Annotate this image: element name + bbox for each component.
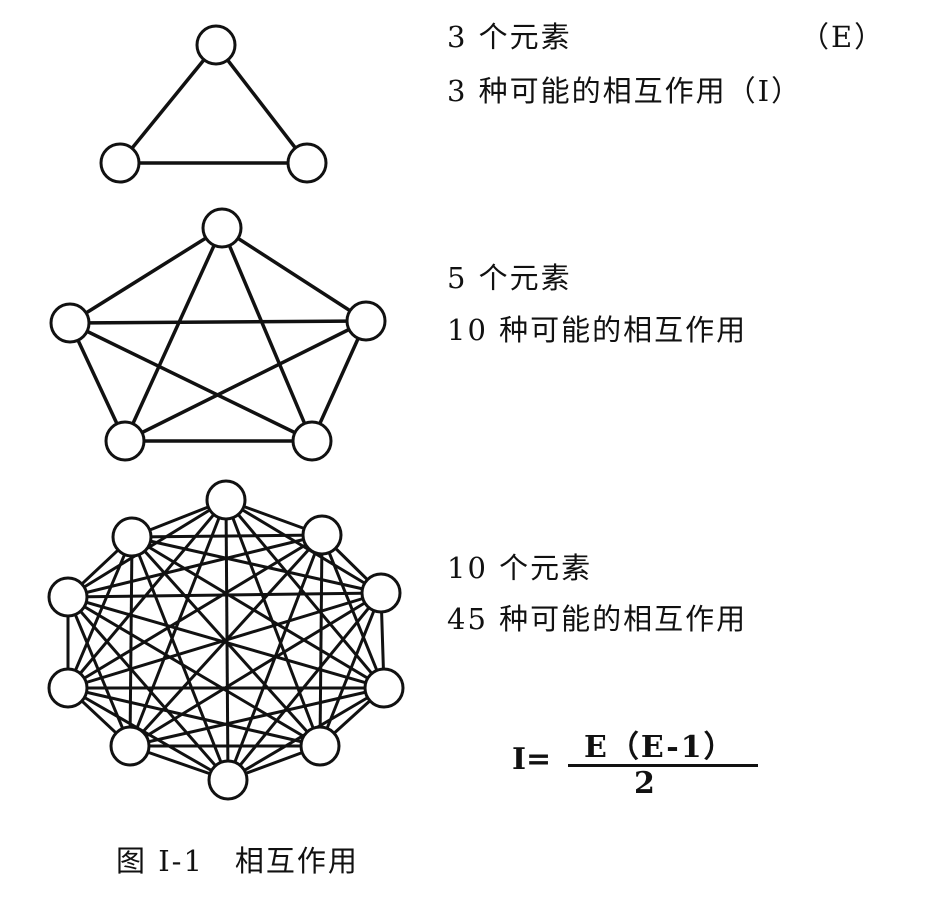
- interaction-edge: [67, 591, 382, 599]
- interaction-edge: [131, 535, 385, 690]
- element-node: [207, 759, 249, 801]
- interaction-formula: I= E（E-1） 2: [512, 728, 758, 801]
- interaction-edge: [130, 536, 230, 781]
- element-node: [291, 420, 333, 462]
- element-node: [49, 302, 91, 344]
- interaction-edge: [221, 226, 367, 323]
- graph-decagon: [47, 479, 405, 801]
- g2-elements-label: 5 个元素: [447, 261, 572, 295]
- figure-caption: 图 I-1 相互作用: [116, 844, 359, 878]
- element-node: [286, 142, 328, 184]
- interaction-edge: [68, 322, 127, 442]
- element-node: [301, 514, 343, 556]
- element-node: [104, 420, 146, 462]
- formula-numerator: E（E-1）: [584, 730, 736, 765]
- g2-interactions-label: 10 种可能的相互作用: [447, 313, 748, 347]
- formula-denominator: 2: [634, 766, 655, 801]
- interaction-edge: [131, 535, 382, 595]
- g1-elements-label: 3 个元素: [447, 20, 572, 54]
- interaction-edge: [67, 686, 229, 782]
- interaction-edge: [69, 321, 313, 443]
- element-node: [47, 576, 89, 618]
- interaction-edge: [69, 319, 367, 325]
- element-node: [111, 516, 153, 558]
- interaction-edge: [131, 533, 323, 539]
- interaction-edge: [118, 43, 218, 165]
- g1-interactions-label: 3 种可能的相互作用（I）: [447, 74, 803, 108]
- element-node: [299, 725, 341, 767]
- interaction-edge: [67, 533, 323, 690]
- fraction-bar: [568, 764, 758, 767]
- g1-elements-symbol: （E）: [800, 20, 886, 54]
- interaction-edge: [310, 320, 368, 442]
- element-node: [201, 207, 243, 249]
- interaction-edge: [67, 595, 321, 748]
- interaction-edge: [66, 596, 132, 747]
- element-node: [47, 667, 89, 709]
- element-node: [109, 725, 151, 767]
- g3-elements-label: 10 个元素: [447, 551, 593, 585]
- interaction-edge: [220, 227, 314, 442]
- element-node: [345, 300, 387, 342]
- interaction-edge: [69, 226, 223, 325]
- element-node: [99, 142, 141, 184]
- interaction-edge: [123, 227, 224, 442]
- element-node: [205, 479, 247, 521]
- interaction-edge: [129, 686, 385, 748]
- interaction-edge: [130, 535, 322, 748]
- formula-lhs: I=: [512, 742, 552, 777]
- graph-triangle: [99, 24, 328, 184]
- interaction-edge: [67, 533, 323, 599]
- interaction-edge: [66, 536, 134, 689]
- g3-interactions-label: 45 种可能的相互作用: [447, 602, 748, 636]
- interaction-edge: [129, 591, 382, 748]
- element-node: [195, 24, 237, 66]
- graph-pentagon: [49, 207, 387, 462]
- element-node: [363, 667, 405, 709]
- element-node: [360, 572, 402, 614]
- interaction-edge: [318, 534, 324, 747]
- interaction-edge: [128, 536, 134, 747]
- interaction-edge: [214, 43, 309, 165]
- interaction-edge: [124, 319, 367, 443]
